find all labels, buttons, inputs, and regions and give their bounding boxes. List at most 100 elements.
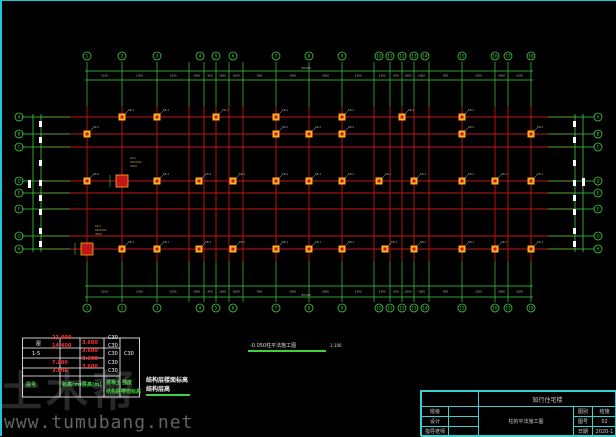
- axis-label: F: [18, 207, 21, 212]
- column-core: [307, 179, 311, 183]
- dimension-tick: [39, 180, 42, 186]
- axis-label: 10: [376, 306, 382, 311]
- column-core: [274, 179, 278, 183]
- column-tag: KZ-1: [282, 240, 288, 244]
- dimension-text: 1800: [232, 290, 239, 294]
- column-leader: [416, 242, 421, 247]
- column-core: [155, 115, 159, 119]
- column-leader: [344, 242, 349, 247]
- legend-footer2: 结构层楼面标高: [106, 389, 142, 395]
- title-block-blank: [421, 391, 479, 407]
- axis-label: D: [17, 179, 20, 184]
- axis-bubble: [14, 129, 24, 139]
- axis-label: 11: [387, 306, 393, 311]
- column-tag: KZ-1: [93, 125, 99, 129]
- column-leader: [533, 174, 538, 179]
- column-tag: KZ-1: [315, 240, 321, 244]
- axis-label: 15: [459, 54, 465, 59]
- dimension-text: 3300: [193, 74, 200, 78]
- axis-label: 12: [399, 54, 405, 59]
- watermark-url: www.tumubang.net: [4, 412, 194, 433]
- axis-label: 4: [199, 306, 202, 311]
- axis-label: 18: [528, 306, 534, 311]
- column-leader: [278, 174, 283, 179]
- column-tag: KZ-1: [205, 240, 211, 244]
- column-tag: KZ-1: [205, 172, 211, 176]
- axis-bubble: [304, 51, 314, 61]
- dimension-text: 1200: [136, 74, 143, 78]
- dimension-text: 900: [443, 74, 449, 78]
- column-tag: KZ-1: [163, 240, 169, 244]
- dimension-text: 900: [257, 74, 263, 78]
- dimension-tick: [573, 180, 576, 186]
- dimension-text: 900: [207, 290, 213, 294]
- project-name: 知行住宅楼: [478, 391, 616, 407]
- column-leader: [235, 174, 240, 179]
- column-core: [529, 132, 533, 136]
- dimension-text: 3300: [378, 74, 385, 78]
- axis-bubble: [503, 51, 513, 61]
- legend-footer: 强度: [122, 380, 133, 386]
- date-value: 2020-1: [592, 426, 616, 437]
- axis-bubble: [593, 204, 603, 214]
- dimension-text: 3300: [354, 74, 361, 78]
- column-core: [85, 179, 89, 183]
- column-tag: KZ-1: [93, 172, 99, 176]
- column-tag: KZ-1: [348, 108, 354, 112]
- axis-label: 5: [215, 306, 218, 311]
- column-tag: KZ-1: [348, 172, 354, 176]
- column-tag: KZ-1: [163, 172, 169, 176]
- column-tag: KZ-1: [282, 108, 288, 112]
- dimension-text: 1200: [516, 74, 523, 78]
- column-core: [340, 247, 344, 251]
- column-core: [412, 247, 416, 251]
- viewport-frame-top: [0, 0, 616, 1]
- dimension-text: 1800: [219, 74, 226, 78]
- column-core: [307, 247, 311, 251]
- dimension-tick: [39, 121, 42, 127]
- column-core: [85, 132, 89, 136]
- drawing-name: 柱的平法施工图: [478, 406, 574, 437]
- axis-bubble: [593, 188, 603, 198]
- column-leader: [416, 174, 421, 179]
- axis-label: 3: [156, 54, 159, 59]
- axis-label: G: [17, 234, 20, 239]
- advisor-label: 指导老师: [421, 426, 449, 437]
- column-leader: [311, 127, 316, 132]
- column-tag: KZ-1: [128, 108, 134, 112]
- legend-side-label: C30: [124, 351, 134, 357]
- legend-elev: 7.200: [52, 360, 68, 366]
- column-tag: KZ-1: [501, 240, 507, 244]
- axis-bubble: [82, 303, 92, 313]
- dimension-tick: [39, 209, 42, 215]
- sheet-title-underline: [248, 350, 326, 352]
- column-tag: KZ-1: [501, 172, 507, 176]
- column-leader: [89, 127, 94, 132]
- column-tag: KZ-1: [282, 125, 288, 129]
- legend-note-line: 结构层楼面标高: [146, 377, 189, 384]
- axis-bubble: [195, 51, 205, 61]
- legend-tag: C30: [108, 335, 118, 341]
- dimension-text: 1800: [404, 74, 411, 78]
- column-leader: [497, 174, 502, 179]
- column-leader: [344, 110, 349, 115]
- axis-bubble: [337, 303, 347, 313]
- advisor-value: [448, 426, 479, 437]
- axis-label: 15: [459, 306, 465, 311]
- axis-bubble: [420, 51, 430, 61]
- axis-label: H: [17, 247, 20, 252]
- legend-tag: C30: [108, 351, 118, 357]
- column-core: [460, 247, 464, 251]
- column-leader: [344, 127, 349, 132]
- axis-label: 7: [275, 306, 278, 311]
- dimension-tick: [573, 160, 576, 166]
- column-leader: [387, 242, 392, 247]
- axis-label: 17: [505, 54, 511, 59]
- legend-elev: 3.600: [52, 368, 68, 374]
- axis-bubble: [152, 51, 162, 61]
- floor-legend-table: 屋 21.000 14.400 1-5 7.200 3.600 3.600 3.…: [22, 335, 142, 398]
- axis-bubble: [409, 303, 419, 313]
- column-leader: [464, 127, 469, 132]
- column-detail-marker: [115, 174, 129, 188]
